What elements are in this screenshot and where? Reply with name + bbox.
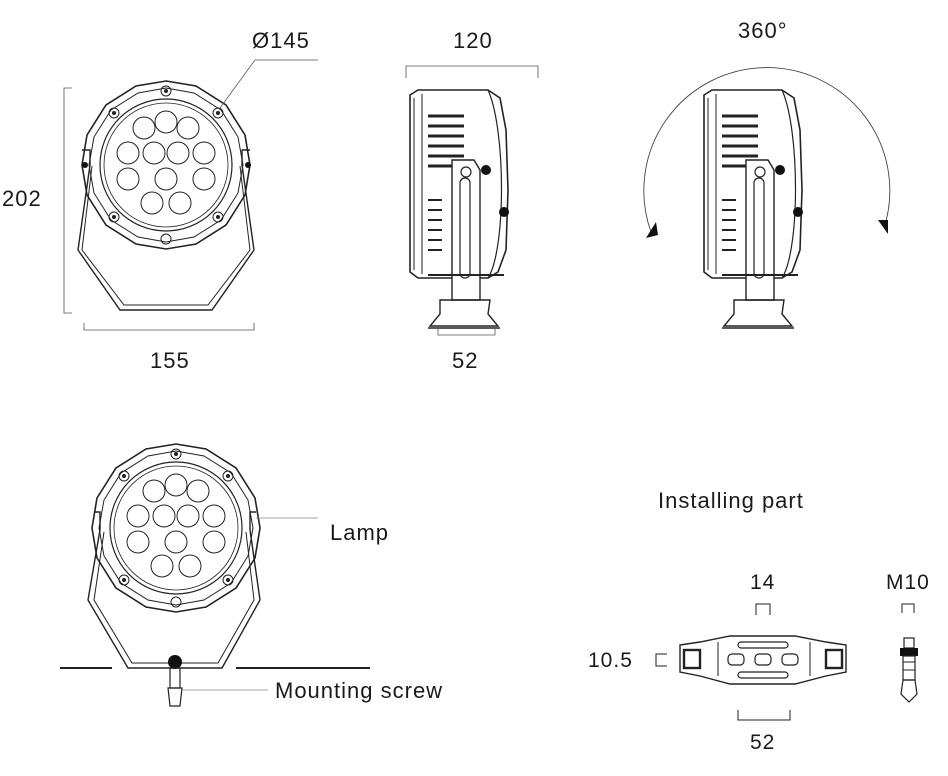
screw-size-label: M10 [886,571,930,594]
thickness-label: 10.5 [588,649,633,672]
height-label: 202 [2,186,42,211]
slot-width-label: 14 [750,571,776,594]
mounting-screw-label: Mounting screw [275,678,444,703]
rotation-view [643,67,891,330]
depth-label: 120 [453,28,493,53]
rotation-label: 360° [738,18,788,43]
base-width-label: 52 [452,348,479,373]
front-view [63,59,318,331]
part-length-label: 52 [750,731,776,754]
installing-part-title: Installing part [658,488,804,513]
lamp-label: Lamp [330,520,390,545]
diameter-label: Ø145 [252,28,310,53]
installing-part-view [655,603,918,721]
installed-view [60,443,370,707]
side-view [405,65,539,336]
width-label: 155 [150,348,190,373]
